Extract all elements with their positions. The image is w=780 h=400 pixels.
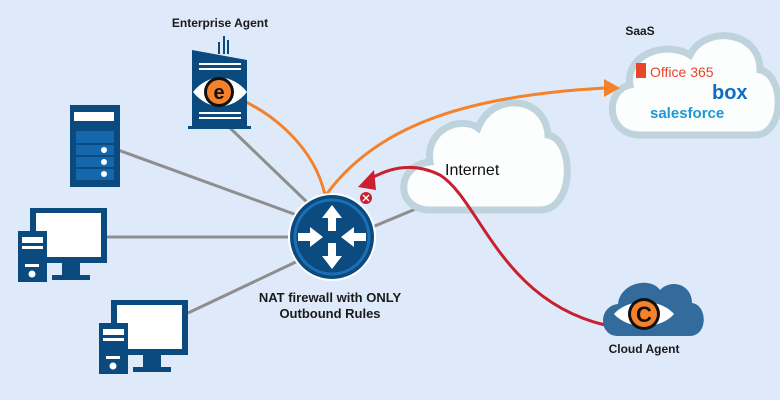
firewall-label-line1: NAT firewall with ONLY	[258, 290, 402, 305]
router-inner-ring	[293, 198, 371, 276]
box-logo: box	[712, 82, 748, 104]
enterprise-agent-label: Enterprise Agent	[171, 16, 269, 30]
internet-cloud	[400, 99, 571, 214]
enterprise-agent-letter: e	[213, 82, 224, 104]
office365-logo: Office 365	[650, 64, 714, 80]
enterprise-agent-icon	[188, 36, 251, 129]
cloud-agent-icon	[603, 282, 704, 336]
internet-label: Internet	[445, 162, 500, 179]
link-internet	[369, 206, 419, 230]
firewall-label-line2: Outbound Rules	[279, 306, 381, 321]
red-arrowhead	[358, 170, 376, 190]
saas-cloud	[608, 32, 780, 139]
inbound-blocked-arrow	[367, 165, 606, 327]
salesforce-logo: salesforce	[650, 105, 724, 122]
cloud-agent-label: Cloud Agent	[608, 342, 680, 356]
server-icon	[70, 105, 120, 187]
office-logo-icon	[636, 63, 646, 78]
cloud-agent-letter: C	[636, 302, 652, 327]
blocked-x-icon	[362, 194, 370, 202]
link-desktop-2	[187, 258, 301, 315]
link-enterprise-agent	[226, 124, 312, 207]
desktop-computer-icon-2	[99, 300, 188, 374]
link-server	[117, 148, 306, 220]
saas-label: SaaS	[625, 24, 655, 38]
desktop-computer-icon	[18, 208, 107, 282]
orange-arrowhead	[604, 79, 620, 97]
router-arrows-icon	[298, 205, 366, 269]
outbound-saas-arrow	[324, 86, 606, 196]
